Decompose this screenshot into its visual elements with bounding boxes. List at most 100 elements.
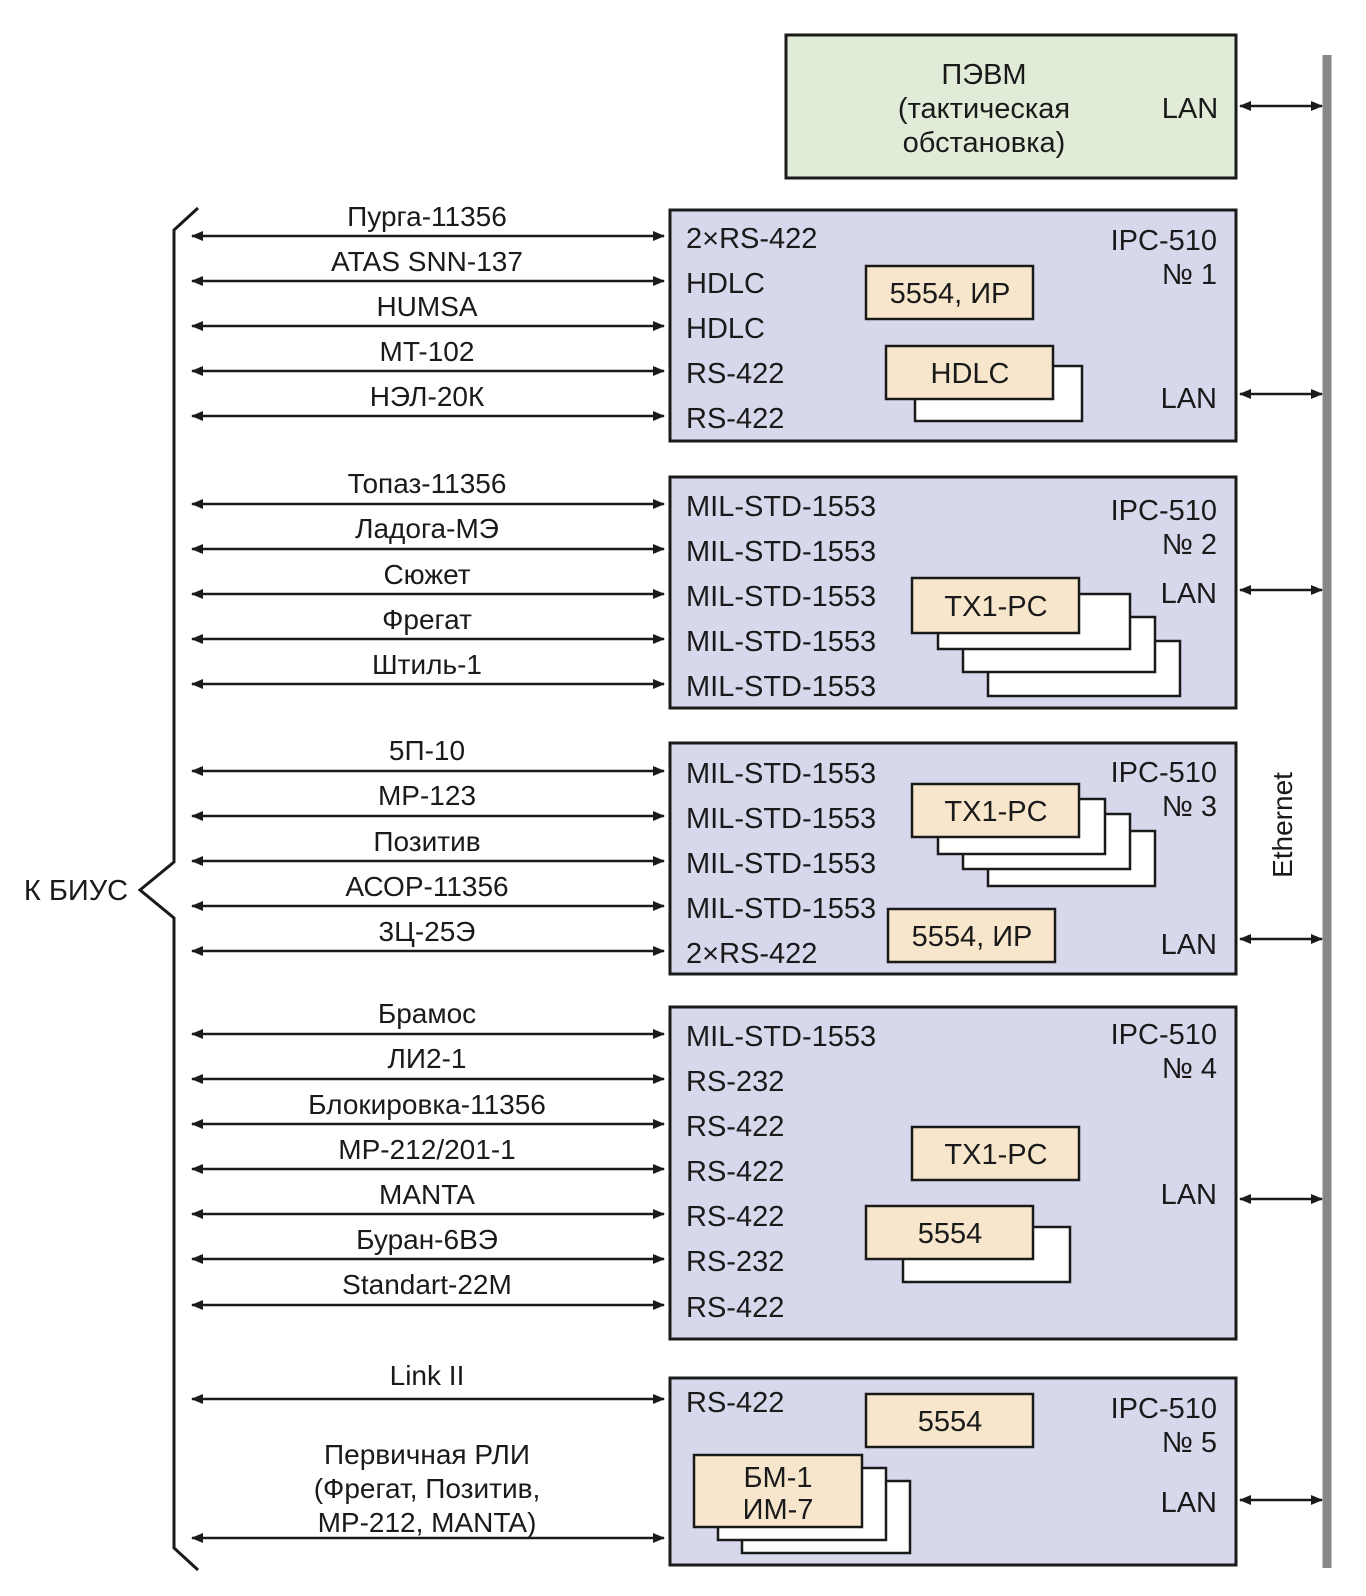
link-system-label: ЛИ2-1 [388,1043,467,1074]
ipc-1-links: Пурга-11356 2×RS-422 ATAS SNN-137 HDLC H… [191,201,817,435]
link-interface-label: RS-232 [686,1246,784,1278]
ipc-1-card-hdlc-label: HDLC [931,358,1010,390]
link-system-label: Брамос [378,998,476,1029]
link-interface-label: MIL-STD-1553 [686,803,876,835]
ipc-2-lan-label: LAN [1161,578,1217,610]
ipc-3-number: № 3 [1162,791,1217,823]
link-interface-label: RS-422 [686,1156,784,1188]
ipc-1-name: IPC-510 [1111,225,1217,257]
ipc-4-card-5554 [864,1204,1035,1261]
link-interface-label: RS-422 [686,358,784,390]
link-interface-label: RS-422 [686,1292,784,1324]
link-system-label: Блокировка-11356 [308,1089,546,1120]
link-interface-label: 2×RS-422 [686,223,817,255]
link-interface-label: MIL-STD-1553 [686,491,876,523]
link-interface-label: RS-422 [686,1111,784,1143]
link-system-label-line-2: (Фрегат, Позитив, [314,1473,541,1504]
ipc-1-card-hdlc [884,344,1055,401]
ipc-box-4 [668,1005,1238,1341]
ipc-2-card-tx1pc-label: TX1-PC [944,591,1047,623]
link-system-label: MP-123 [378,780,476,811]
ipc-3-card-tx1pc-label: TX1-PC [944,796,1047,828]
ipc-4-card-tx1pc-label: TX1-PC [944,1139,1047,1171]
ipc-5-card-bm [692,1453,864,1529]
pc-lan-label: LAN [1162,93,1218,125]
biys-label: К БИУС [24,875,128,907]
ipc-1-card-5554-ir-label: 5554, ИР [890,278,1011,310]
link-interface-label: MIL-STD-1553 [686,626,876,658]
pc-box: ПЭВМ (тактическая обстановка) LAN [784,33,1323,180]
link-system-label: Топаз-11356 [348,468,507,499]
ipc-3-card-5554-ir-label: 5554, ИР [912,921,1033,953]
ipc-1-card-5554-ir [864,264,1035,321]
ipc-5-lan-label: LAN [1161,1487,1217,1519]
ipc-5-name: IPC-510 [1111,1393,1217,1425]
link-interface-label: 2×RS-422 [686,938,817,970]
link-interface-label: MIL-STD-1553 [686,758,876,790]
link-interface-label: MIL-STD-1553 [686,848,876,880]
ipc-block-4: IPC-510 № 4 LAN TX1-PC 5554 [668,1005,1323,1341]
link-system-label: MP-212/201-1 [338,1134,515,1165]
link-system-label: НЭЛ-20К [370,381,485,412]
link-system-label: Standart-22M [342,1269,512,1300]
ipc-3-card-5554-ir [886,907,1057,964]
link-system-label: Ладога-МЭ [355,513,499,544]
ipc-5-card-5554-label: 5554 [918,1406,983,1438]
link-system-label: Буран-6ВЭ [356,1224,498,1255]
ipc-5-card-bm-label-2: ИМ-7 [743,1494,814,1526]
ipc-1-lan-label: LAN [1161,383,1217,415]
pc-subtitle-2: обстановка) [903,127,1066,159]
ipc-2-number: № 2 [1162,529,1217,561]
ipc-2-name: IPC-510 [1111,495,1217,527]
link-system-label: 5П-10 [389,735,465,766]
link-system-label: ATAS SNN-137 [331,246,523,277]
ipc-block-3: IPC-510 № 3 LAN TX1-PC 5554, ИР [668,741,1323,976]
link-interface-label: RS-422 [686,1387,784,1419]
link-interface-label: MIL-STD-1553 [686,536,876,568]
pc-title: ПЭВМ [941,59,1026,91]
ipc-3-card-tx1pc [910,782,1081,839]
ipc-4-name: IPC-510 [1111,1019,1217,1051]
link-system-label: Пурга-11356 [347,201,507,232]
ipc-block-5: IPC-510 № 5 LAN 5554 БМ-1 ИМ-7 [668,1376,1323,1567]
link-system-label: Сюжет [383,559,470,590]
ipc-2-links: Топаз-11356 MIL-STD-1553 Ладога-МЭ MIL-S… [191,468,876,703]
ipc-5-links: Link II RS-422 Первичная РЛИ (Фрегат, По… [191,1360,784,1543]
ipc-5-card-5554 [864,1392,1035,1449]
link-system-label: Link II [390,1360,465,1391]
link-interface-label: RS-232 [686,1066,784,1098]
link-system-label: Позитив [373,826,480,857]
ethernet-label: Ethernet [1267,772,1298,878]
link-interface-label: HDLC [686,313,765,345]
pc-subtitle-1: (тактическая [898,93,1070,125]
link-interface-label: MIL-STD-1553 [686,1021,876,1053]
ipc-3-name: IPC-510 [1111,757,1217,789]
ipc-5-card-bm-label-1: БМ-1 [744,1462,813,1494]
ipc-1-number: № 1 [1162,259,1217,291]
link-interface-label: MIL-STD-1553 [686,671,876,703]
ipc-2-card-tx1pc [910,576,1081,635]
link-system-label: Штиль-1 [372,649,482,680]
link-system-label: Первичная РЛИ [324,1439,530,1470]
ipc-5-number: № 5 [1162,1427,1217,1459]
link-system-label: MT-102 [380,336,475,367]
link-interface-label: RS-422 [686,403,784,435]
pc-rect [784,33,1238,180]
link-system-label-line-3: MP-212, MANTA) [318,1507,537,1538]
link-interface-label: MIL-STD-1553 [686,581,876,613]
ipc-block-2: IPC-510 № 2 LAN TX1-PC [668,475,1323,710]
link-system-label: MANTA [379,1179,475,1210]
ipc-block-1: IPC-510 № 1 LAN 5554, ИР HDLC [668,208,1323,443]
link-system-label: HUMSA [376,291,477,322]
ipc-4-card-tx1pc [910,1125,1081,1182]
link-interface-label: HDLC [686,268,765,300]
ipc-4-card-5554-label: 5554 [918,1218,983,1250]
ipc-4-lan-label: LAN [1161,1179,1217,1211]
ipc-4-number: № 4 [1162,1053,1217,1085]
link-system-label: АСОР-11356 [345,871,508,902]
link-system-label: 3Ц-25Э [379,916,476,947]
ipc-3-links: 5П-10 MIL-STD-1553 MP-123 MIL-STD-1553 П… [191,735,876,970]
link-system-label: Фрегат [382,604,472,635]
ipc-4-links: Брамос MIL-STD-1553 ЛИ2-1 RS-232 Блокиро… [191,998,876,1324]
